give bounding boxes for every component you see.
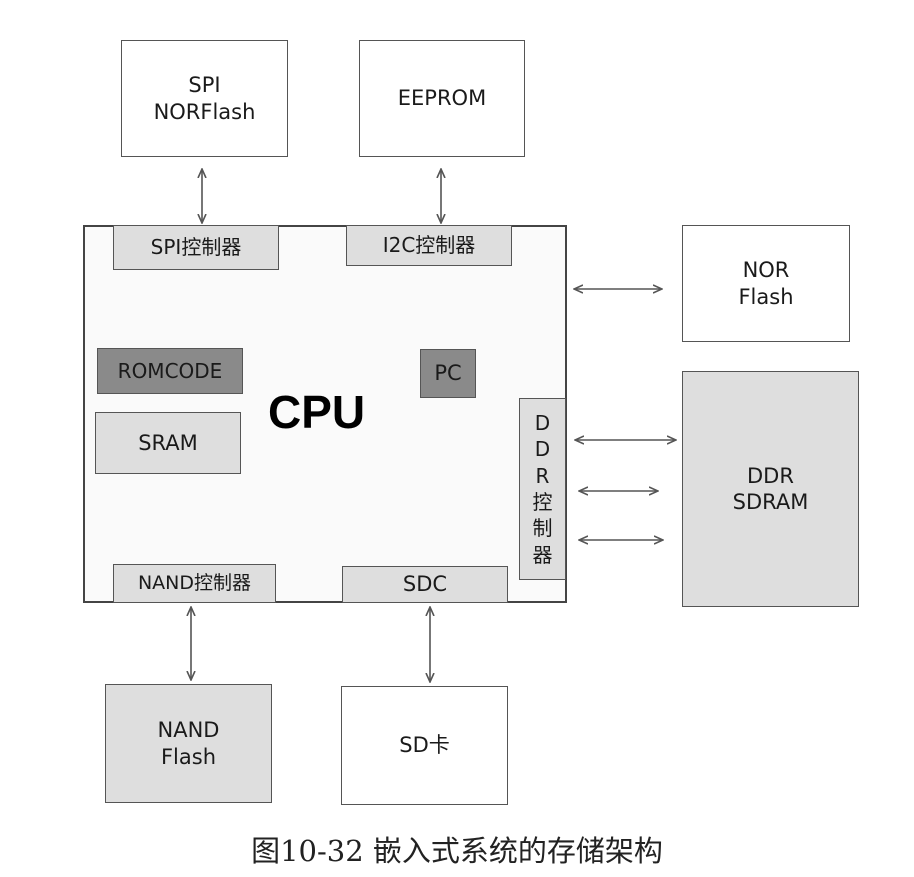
nor-flash-box: NOR Flash [682, 225, 850, 342]
ddr-controller-char: 控 [532, 490, 553, 514]
sram-block: SRAM [95, 412, 241, 474]
eeprom-box: EEPROM [359, 40, 525, 157]
ddr-controller-char: 器 [532, 542, 553, 567]
sdc-block: SDC [342, 566, 508, 603]
ddr-controller-char: D [534, 410, 551, 435]
i2c-controller: I2C控制器 [346, 225, 512, 266]
spi-controller: SPI控制器 [113, 225, 279, 270]
figure-caption: 图10-32 嵌入式系统的存储架构 [251, 834, 663, 868]
ddr-controller-char: 制 [532, 516, 553, 541]
cpu-label: CPU [268, 386, 366, 438]
romcode-block: ROMCODE [97, 348, 243, 394]
nand-flash-box: NAND Flash [105, 684, 272, 803]
ddr-controller: D D R 控 制 器 [519, 398, 566, 580]
ddr-controller-char: R [535, 463, 550, 488]
ddr-sdram-box: DDR SDRAM [682, 371, 859, 607]
nand-controller: NAND控制器 [113, 564, 276, 603]
ddr-controller-char: D [534, 437, 551, 462]
sd-card-box: SD卡 [341, 686, 508, 805]
pc-block: PC [420, 349, 476, 398]
spi-norflash-box: SPI NORFlash [121, 40, 288, 157]
